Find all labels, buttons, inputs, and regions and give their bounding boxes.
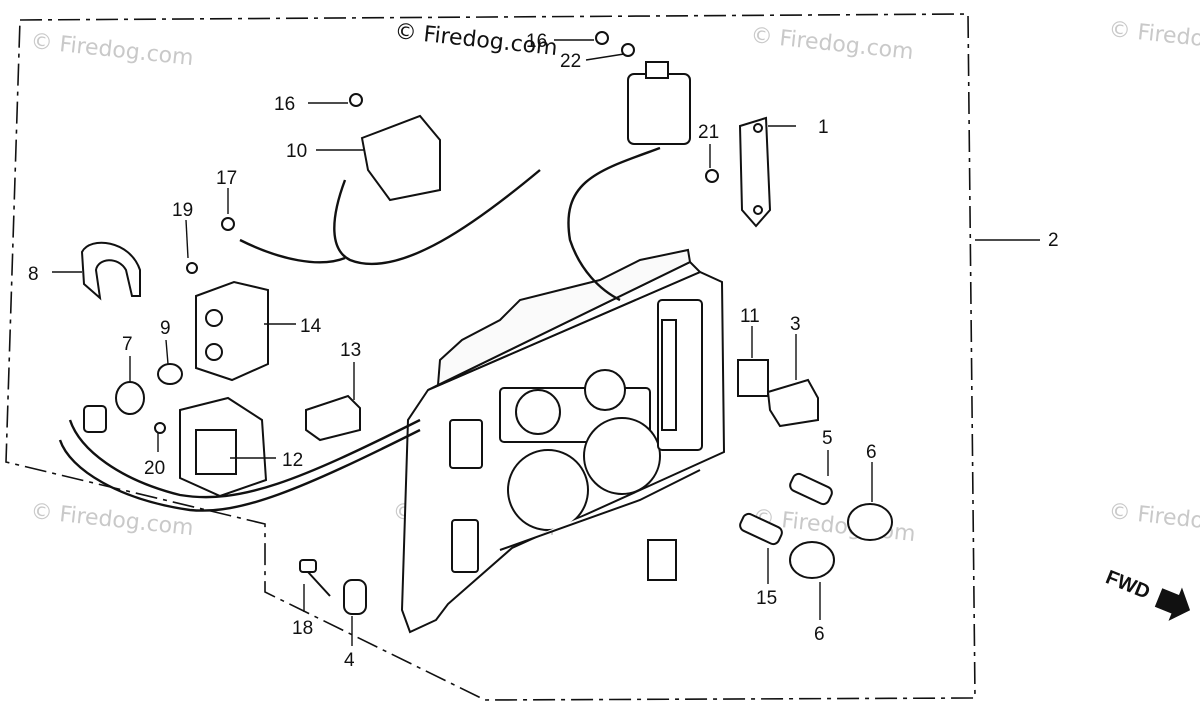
watermark-text: © Firedog.com bbox=[749, 23, 914, 65]
callout-label: 11 bbox=[740, 306, 760, 327]
control-panel bbox=[400, 248, 726, 634]
part-clamp bbox=[80, 241, 141, 301]
callout-label: 8 bbox=[28, 264, 39, 285]
callout-label: 16 bbox=[274, 94, 295, 115]
callout-label: 18 bbox=[292, 618, 313, 639]
part-terminal-block bbox=[195, 280, 269, 382]
callout-label: 15 bbox=[756, 588, 777, 609]
part-bracket bbox=[738, 116, 772, 228]
part-relay-top bbox=[627, 61, 691, 145]
callout-label: 5 bbox=[822, 428, 833, 449]
watermark-text: © Firedo bbox=[1107, 499, 1200, 534]
callout-label: 17 bbox=[216, 168, 237, 189]
part-screws bbox=[154, 31, 719, 434]
callout-label: 14 bbox=[300, 316, 322, 337]
fwd-indicator: FWD bbox=[1103, 566, 1191, 621]
callout-label: 6 bbox=[814, 624, 825, 645]
callout-label: 10 bbox=[286, 141, 307, 162]
callout-label: 20 bbox=[144, 458, 165, 479]
part-cover bbox=[305, 394, 361, 442]
callout-label: 1 bbox=[818, 117, 829, 138]
part-capacitor bbox=[360, 114, 441, 202]
leader-lines bbox=[52, 39, 1040, 646]
callout-label: 6 bbox=[866, 442, 877, 463]
part-grommets bbox=[83, 363, 183, 433]
wiring-harness bbox=[58, 146, 661, 512]
callout-label: 22 bbox=[560, 51, 581, 72]
fwd-label: FWD bbox=[1103, 566, 1153, 603]
callout-label: 2 bbox=[1048, 230, 1059, 251]
callout-label: 12 bbox=[282, 450, 303, 471]
callout-label: 7 bbox=[122, 334, 133, 355]
assembly-frame bbox=[5, 13, 976, 701]
watermark-text: © Firedog.com bbox=[29, 29, 194, 71]
fwd-arrow-icon bbox=[1154, 587, 1191, 621]
part-bolt-spacer bbox=[299, 539, 677, 615]
part-transformer bbox=[179, 396, 268, 498]
callout-label: 9 bbox=[160, 318, 171, 339]
callout-labels: 1 2 3 4 5 6 6 7 8 9 10 11 12 13 14 15 16… bbox=[28, 31, 1059, 671]
callout-label: 4 bbox=[344, 650, 355, 671]
callout-label: 3 bbox=[790, 314, 801, 335]
callout-label: 16 bbox=[526, 31, 547, 52]
callout-label: 21 bbox=[698, 122, 719, 143]
callout-label: 19 bbox=[172, 200, 193, 221]
watermark-text: © Firedo bbox=[1107, 17, 1200, 52]
part-fuses bbox=[739, 472, 893, 579]
part-connectors bbox=[737, 359, 819, 428]
callout-label: 13 bbox=[340, 340, 361, 361]
